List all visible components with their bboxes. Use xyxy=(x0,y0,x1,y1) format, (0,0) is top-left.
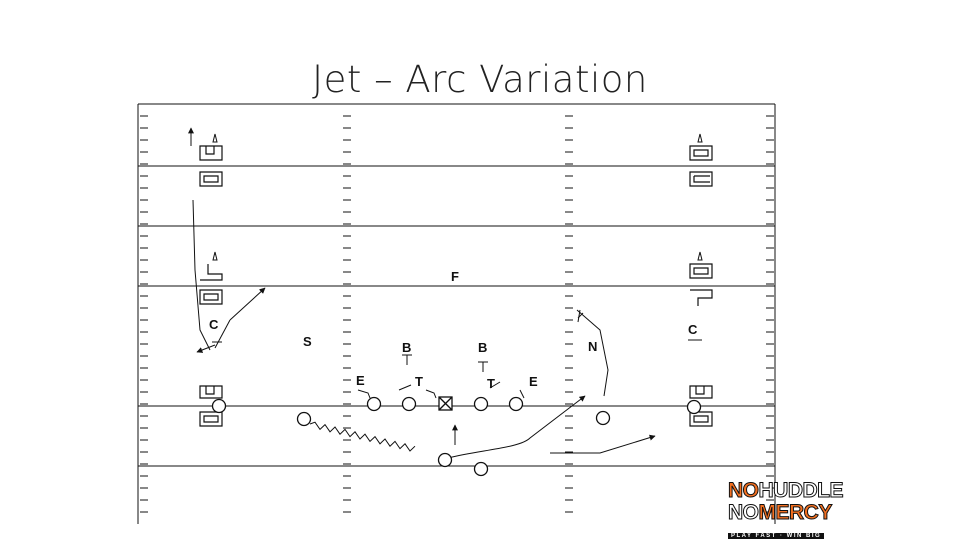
route-corner-arrow xyxy=(196,344,216,353)
label-corner-right: C xyxy=(688,322,698,337)
field-outline xyxy=(137,103,776,524)
logo-no-1: NO xyxy=(728,479,760,502)
label-end-right: E xyxy=(529,374,538,389)
running-back xyxy=(473,461,489,477)
jet-motion-player xyxy=(296,411,312,427)
routes xyxy=(188,127,656,459)
no-huddle-no-mercy-logo: NOHUDDLE NOMERCY PLAY FAST · WIN BIG xyxy=(728,479,844,540)
quarterback xyxy=(437,452,453,468)
yard-lines xyxy=(138,165,775,467)
label-tackle-left: T xyxy=(415,374,423,389)
right-guard xyxy=(473,396,489,412)
label-corner-left: C xyxy=(209,317,219,332)
offensive-players xyxy=(211,396,702,477)
label-end-left: E xyxy=(356,373,365,388)
slide-title: Jet – Arc Variation xyxy=(312,58,648,101)
label-backer-right: B xyxy=(478,340,487,355)
wr-right xyxy=(686,399,702,415)
logo-tagline: PLAY FAST · WIN BIG xyxy=(728,533,825,539)
route-slot-left xyxy=(192,199,211,351)
nickel-path xyxy=(576,309,609,397)
left-guard xyxy=(401,396,417,412)
logo-no-2: NO xyxy=(728,501,760,524)
receiver-markers xyxy=(212,133,703,261)
wr-left xyxy=(211,398,227,414)
route-corner-deep xyxy=(229,287,266,321)
logo-mercy: MERCY xyxy=(758,501,833,524)
defensive-technique-marks xyxy=(212,339,702,399)
hash-marks xyxy=(140,115,774,513)
label-tackle-right: T xyxy=(487,376,495,391)
receiver-number-glyphs xyxy=(199,145,713,427)
logo-huddle: HUDDLE xyxy=(758,479,844,502)
slot-right xyxy=(595,410,611,426)
jet-motion xyxy=(309,421,416,452)
label-free-safety: F xyxy=(451,269,459,284)
label-nickel: N xyxy=(588,339,597,354)
label-backer-left: B xyxy=(402,340,411,355)
left-tackle xyxy=(366,396,382,412)
right-tackle xyxy=(508,396,524,412)
route-jet-sweep xyxy=(550,434,656,454)
label-strong-safety: S xyxy=(303,334,312,349)
route-arc xyxy=(447,395,586,459)
